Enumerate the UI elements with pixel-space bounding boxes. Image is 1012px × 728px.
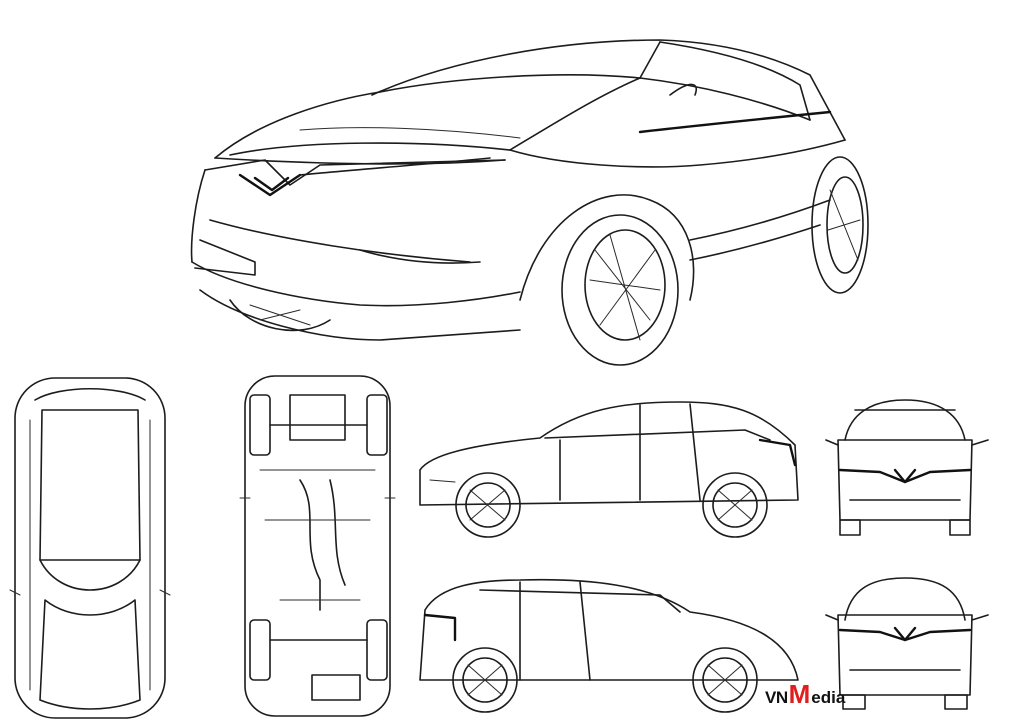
underside-view: [239, 375, 396, 717]
watermark-vn-text: VN: [765, 688, 788, 707]
front-view: [825, 399, 989, 536]
vnmedia-watermark: VN M edia: [765, 679, 846, 709]
side-view-left: [419, 401, 799, 538]
top-view: [9, 377, 171, 719]
watermark-m-text: M: [788, 679, 811, 709]
side-view-right: [419, 578, 799, 713]
watermark-edia-text: edia: [811, 688, 846, 707]
rear-view: [825, 577, 989, 710]
three-quarter-front-view: [190, 39, 869, 366]
